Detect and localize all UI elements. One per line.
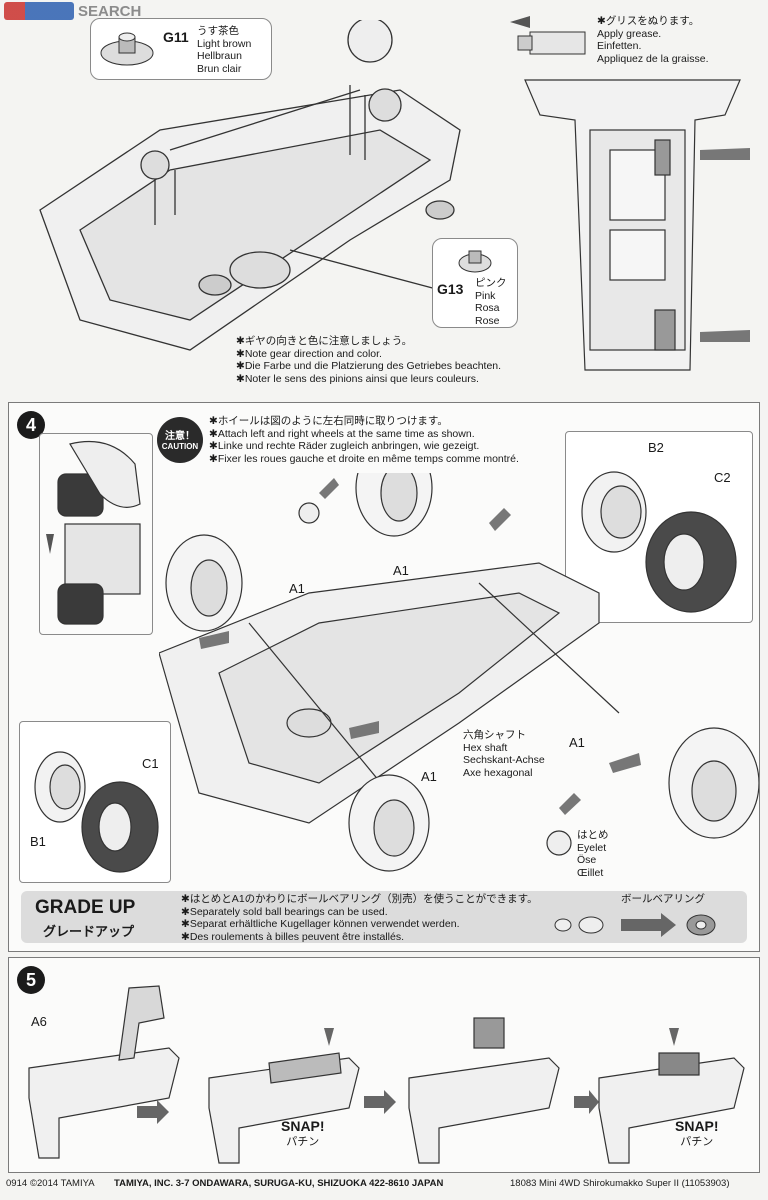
ball-bearing-label: ボールベアリング [621,893,705,905]
caution-text: ✱ホイールは図のように左右同時に取りつけます。 ✱Attach left and… [209,415,519,465]
watermark: SEARCH [0,0,160,22]
ball-bearing-swap-icon [554,913,716,937]
snap-label-1: SNAP! パチン [281,1118,325,1148]
rear-bumper-assembly-sequence [28,985,745,1164]
grade-up-title: GRADE UP [35,897,136,918]
g11-names: うす茶色 Light brown Hellbraun Brun clair [197,25,252,75]
chassis-top-view-drawing [524,79,750,371]
chassis-gear-assembly-drawing [39,20,461,351]
snap-label-2: SNAP! パチン [675,1118,719,1148]
footer-copyright: ©2014 TAMIYA [30,1178,95,1189]
wheel-b2-tire-c2-drawing [581,471,737,613]
footer-product: 18083 Mini 4WD Shirokumakko Super II (11… [510,1178,730,1189]
g13-callout: G13 ピンク Pink Rosa Rose [432,238,518,328]
grade-up-text: ✱はとめとA1のかわりにボールベアリング（別売）を使うことができます。 ✱Sep… [181,893,538,943]
wheel-b1-tire-c1-drawing [34,751,159,873]
footer-code: 0914 [6,1178,28,1189]
watermark-text: SEARCH [78,3,142,20]
gear-direction-note: ✱ギヤの向きと色に注意しましょう。 ✱Note gear direction a… [236,335,502,385]
hex-shaft-label: 六角シャフト Hex shaft Sechskant-Achse Axe hex… [463,729,545,779]
watermark-logo-icon [4,2,74,20]
label-b2: B2 [648,440,664,455]
label-a1-bottom: A1 [421,769,437,784]
grease-tube-icon [510,16,586,55]
g13-code: G13 [437,281,464,297]
eyelet-label: はとめ Eyelet Öse Œillet [577,829,609,879]
label-c1: C1 [142,756,159,771]
step4-panel: 4 注意！ CAUTION ✱ホイールは図のように左右同時に取りつけます。 ✱A… [8,402,760,952]
label-b1: B1 [30,834,46,849]
grade-up-title-jp: グレードアップ [43,924,135,939]
g11-code: G11 [163,29,189,45]
hand-pressing-wheel-drawing [46,440,141,625]
g11-gear-icon [100,32,154,66]
caution-badge-icon: 注意！ CAUTION [157,417,203,463]
g13-names: ピンク Pink Rosa Rose [475,277,507,327]
label-a6: A6 [31,1014,47,1029]
step5-number: 5 [17,966,45,994]
g13-gear-icon [458,250,492,273]
step5-panel: 5 A6 SNAP! パチン SNAP! パチン [8,957,760,1173]
footer-address: TAMIYA, INC. 3-7 ONDAWARA, SURUGA-KU, SH… [114,1178,444,1189]
hand-inset [39,433,153,635]
b1-c1-inset: C1 B1 [19,721,171,883]
chassis-wheel-assembly-drawing [159,473,759,872]
grade-up-bar: GRADE UP グレードアップ ✱はとめとA1のかわりにボールベアリング（別売… [21,891,747,943]
step3-section: G11 うす茶色 Light brown Hellbraun Brun clai… [0,0,768,395]
g11-callout: G11 うす茶色 Light brown Hellbraun Brun clai… [90,18,272,80]
label-a1-top: A1 [393,563,409,578]
label-a1-left: A1 [289,581,305,596]
grease-instruction: ✱グリスをぬります。 Apply grease. Einfetten. Appl… [597,15,709,65]
label-c2: C2 [714,470,731,485]
label-a1-right: A1 [569,735,585,750]
